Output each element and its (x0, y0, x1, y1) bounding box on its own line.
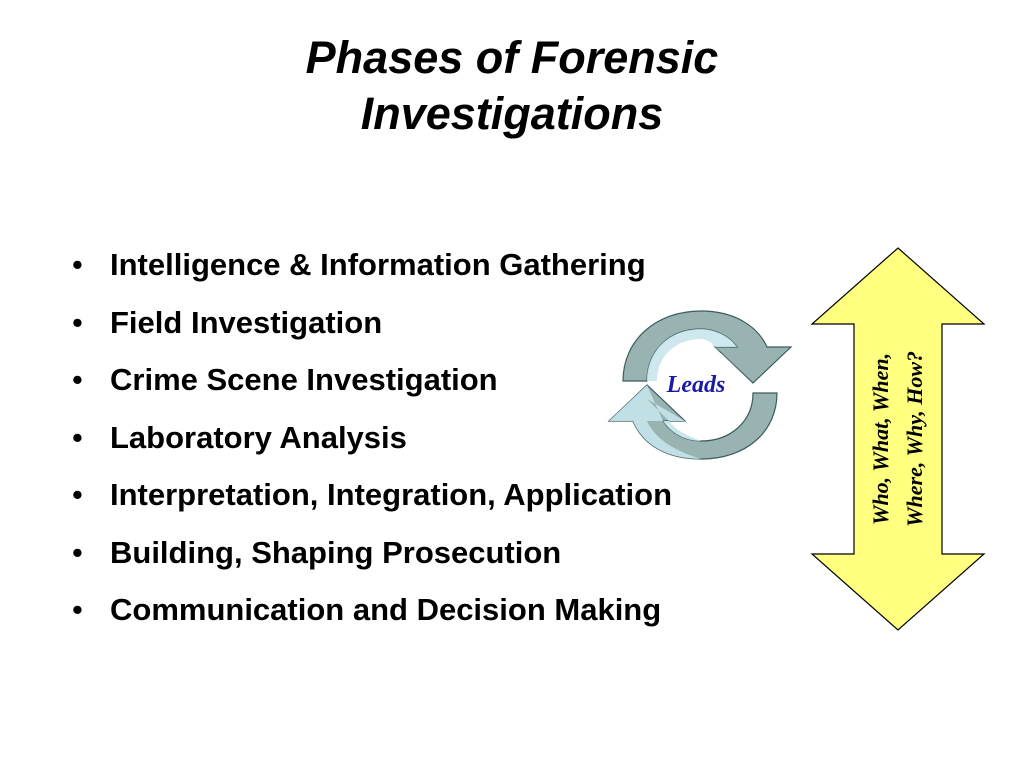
bullet-icon: • (72, 247, 83, 282)
bullet-icon: • (72, 592, 83, 627)
title-line-1: Phases of Forensic (305, 32, 719, 83)
title-line-2: Investigations (360, 88, 664, 139)
list-item: • Crime Scene Investigation (70, 351, 672, 409)
list-item: • Interpretation, Integration, Applicatio… (70, 466, 672, 524)
leads-cycle-icon (607, 310, 793, 460)
leads-label: Leads (666, 372, 726, 398)
double-arrow-shape (810, 247, 986, 631)
phase-list: • Intelligence & Information Gathering • F… (70, 236, 672, 639)
bullet-icon: • (72, 304, 83, 340)
slide-title: Phases of Forensic Investigations (0, 30, 1024, 142)
list-item: • Intelligence & Information Gathering (70, 236, 672, 294)
list-item-text: Communication and Decision Making (110, 592, 662, 627)
list-item-text: Intelligence & Information Gathering (110, 247, 646, 282)
list-item: • Building, Shaping Prosecution (70, 524, 672, 582)
list-item-text: Crime Scene Investigation (110, 362, 498, 397)
list-item-text: Building, Shaping Prosecution (110, 534, 562, 570)
double-arrow-label: Who, What, When, Where, Why, How? (864, 289, 932, 589)
list-item: • Communication and Decision Making (70, 581, 672, 639)
double-arrow-line-1: Who, What, When, (868, 352, 893, 526)
bullet-icon: • (72, 477, 83, 512)
list-item-text: Laboratory Analysis (110, 419, 407, 455)
bullet-icon: • (72, 362, 83, 397)
cycle-arrow-bottom-highlight (609, 385, 701, 459)
list-item: • Field Investigation (70, 294, 672, 352)
cycle-arrow-top-highlight (647, 329, 753, 383)
bullet-icon: • (72, 534, 83, 570)
bullet-icon: • (72, 419, 83, 455)
double-arrow-line-2: Where, Why, How? (902, 350, 927, 528)
list-item-text: Field Investigation (110, 304, 383, 340)
list-item-text: Interpretation, Integration, Application (110, 477, 673, 512)
double-arrow-icon (810, 247, 986, 631)
list-item: • Laboratory Analysis (70, 409, 672, 467)
